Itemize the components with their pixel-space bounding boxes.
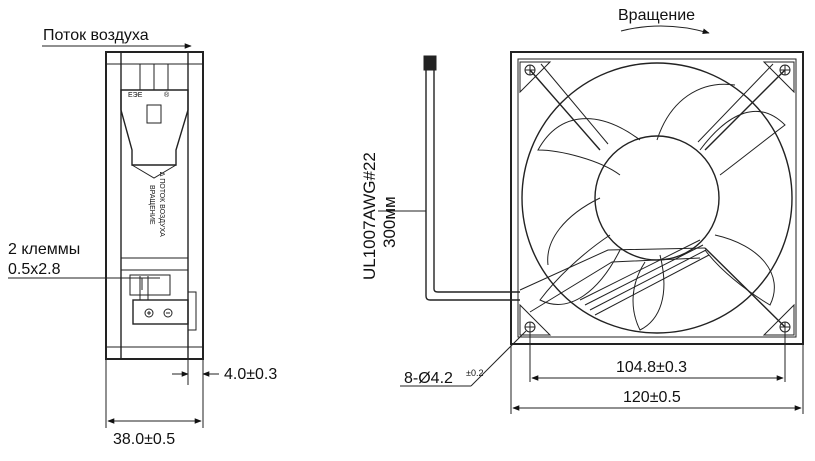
holes-tolerance: ±0.2	[466, 368, 483, 378]
lead-wire	[378, 55, 520, 301]
side-view: Поток воздуха ЕЭЕ ® ∆ ПОТОК ВОЗДУХА ВРАЩ…	[8, 27, 277, 448]
venturi	[521, 62, 793, 334]
dim-width: 120±0.5	[623, 389, 681, 406]
side-hub	[120, 89, 189, 166]
terminal-block	[132, 299, 189, 325]
holes-label: 8-Ø4.2	[404, 370, 453, 387]
rotation-arrow	[620, 25, 710, 34]
body-airflow-text: ∆ ПОТОК ВОЗДУХА	[158, 172, 165, 237]
terminals-size: 0.5x2.8	[8, 261, 61, 278]
svg-text:ЕЭЕ: ЕЭЕ	[128, 92, 143, 99]
wire-spec: UL1007AWG#22	[360, 152, 379, 280]
rotation-label: Вращение	[618, 7, 695, 24]
wire-length: 300мм	[380, 196, 399, 248]
hub	[594, 135, 720, 261]
side-frame	[105, 51, 204, 360]
dim-depth: 38.0±0.5	[113, 431, 175, 448]
airflow-label: Поток воздуха	[43, 27, 149, 44]
dim-inset: 4.0±0.3	[224, 366, 277, 383]
dim-hole-spacing: 104.8±0.3	[616, 359, 687, 376]
front-view: Вращение	[360, 7, 804, 414]
svg-text:®: ®	[164, 91, 170, 99]
front-frame	[510, 51, 804, 345]
blades	[537, 83, 786, 331]
body-rotation-text: ВРАЩЕНИЕ	[148, 185, 155, 225]
terminals-label: 2 клеммы	[8, 241, 80, 258]
